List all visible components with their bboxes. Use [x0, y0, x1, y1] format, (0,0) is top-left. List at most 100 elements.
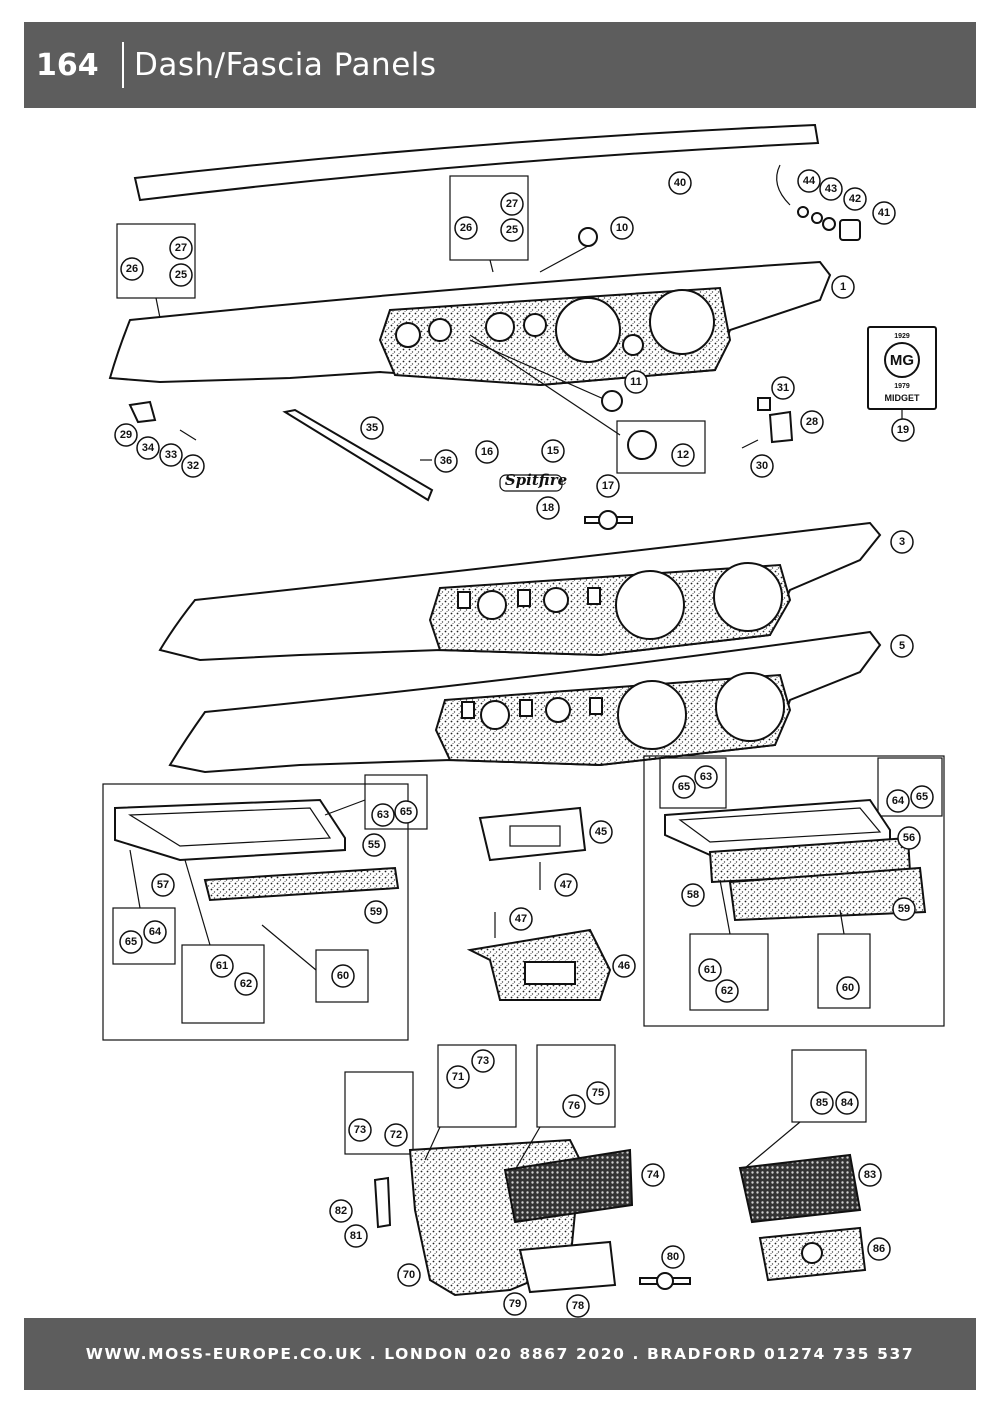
callout-circle: [810, 1091, 834, 1115]
callout-64: 64: [886, 789, 910, 813]
page-title: Dash/Fascia Panels: [134, 47, 437, 83]
callout-circle: [890, 530, 914, 554]
callout-circle: [586, 1081, 610, 1105]
callout-circle: [892, 897, 916, 921]
dash-panel-3-face: [428, 563, 792, 657]
callout-circle: [694, 765, 718, 789]
callout-circle: [715, 979, 739, 1003]
callout-25: 25: [500, 218, 524, 242]
callout-number: 76: [568, 1100, 580, 1112]
callout-number: 26: [126, 263, 138, 275]
screw-30: [741, 439, 759, 449]
callout-number: 56: [903, 832, 915, 844]
callout-47: 47: [554, 873, 578, 897]
callout-62: 62: [234, 972, 258, 996]
callout-32: 32: [181, 454, 205, 478]
callout-circle: [536, 496, 560, 520]
callout-number: 70: [403, 1269, 415, 1281]
callout-number: 80: [667, 1251, 679, 1263]
callout-74: 74: [641, 1163, 665, 1187]
header-divider: [122, 42, 124, 88]
callout-25: 25: [169, 263, 193, 287]
midget-emblem: 1929 MG 1979 MIDGET: [867, 326, 937, 420]
callout-65: 65: [119, 930, 143, 954]
callout-number: 44: [803, 175, 816, 187]
right-assembly-frame: [643, 755, 945, 1027]
callout-circle: [554, 873, 578, 897]
callout-circle: [364, 900, 388, 924]
callout-circle: [858, 1163, 882, 1187]
callout-number: 41: [878, 207, 890, 219]
callout-number: 75: [592, 1087, 604, 1099]
callout-number: 27: [175, 242, 187, 254]
callout-circle: [891, 418, 915, 442]
callout-60: 60: [836, 976, 860, 1000]
callout-circle: [641, 1163, 665, 1187]
callout-45: 45: [589, 820, 613, 844]
callout-73: 73: [471, 1049, 495, 1073]
callout-circle: [471, 1049, 495, 1073]
callout-circle: [831, 275, 855, 299]
callout-circle: [169, 263, 193, 287]
callout-86: 86: [867, 1237, 891, 1261]
stay-35: [282, 408, 434, 502]
callout-1: 1: [831, 275, 855, 299]
callout-number: 65: [916, 791, 928, 803]
callout-circle: [661, 1245, 685, 1269]
callout-73: 73: [348, 1118, 372, 1142]
callout-30: 30: [750, 454, 774, 478]
callout-circle: [698, 958, 722, 982]
spitfire-badge: Spitfire: [505, 471, 567, 489]
callout-circle: [362, 833, 386, 857]
lens-12: [627, 430, 657, 460]
fixing-box-center: [449, 175, 529, 261]
callout-circle: [886, 789, 910, 813]
callout-10: 10: [610, 216, 634, 240]
callout-number: 40: [674, 177, 686, 189]
callout-43: 43: [819, 177, 843, 201]
callout-number: 57: [157, 879, 169, 891]
callout-number: 60: [337, 970, 349, 982]
callout-18: 18: [536, 496, 560, 520]
callout-number: 82: [335, 1205, 347, 1217]
callout-78: 78: [566, 1294, 590, 1318]
nut-44: [797, 206, 809, 218]
callout-28: 28: [800, 410, 824, 434]
callout-47: 47: [509, 907, 533, 931]
callout-circle: [910, 785, 934, 809]
callout-number: 18: [542, 502, 554, 514]
callout-17: 17: [596, 474, 620, 498]
callout-65: 65: [394, 800, 418, 824]
callout-40: 40: [668, 171, 692, 195]
callout-circle: [589, 820, 613, 844]
callout-34: 34: [136, 436, 160, 460]
callout-number: 17: [602, 480, 614, 492]
callout-circle: [114, 423, 138, 447]
callout-circle: [181, 454, 205, 478]
callout-59: 59: [364, 900, 388, 924]
callout-63: 63: [371, 803, 395, 827]
callout-number: 25: [506, 224, 518, 236]
lens-box-12: [616, 420, 706, 474]
callout-number: 1: [840, 281, 846, 293]
callout-circle: [668, 171, 692, 195]
mesh-grille-83: [738, 1153, 862, 1224]
callout-59: 59: [892, 897, 916, 921]
callout-number: 61: [216, 960, 228, 972]
callout-circle: [136, 436, 160, 460]
callout-number: 86: [873, 1243, 885, 1255]
callout-circle: [562, 1094, 586, 1118]
callout-26: 26: [120, 257, 144, 281]
crash-roll: [133, 123, 820, 202]
callout-44: 44: [797, 169, 821, 193]
emblem-name: MIDGET: [885, 393, 921, 403]
mesh-grille-74: [503, 1148, 634, 1224]
callout-number: 71: [452, 1071, 464, 1083]
trim-59-right: [728, 866, 927, 922]
callout-65: 65: [910, 785, 934, 809]
glovebox-lid-78: [518, 1240, 617, 1294]
callout-75: 75: [586, 1081, 610, 1105]
emblem-year-top: 1929: [894, 333, 910, 340]
callout-circle: [397, 1263, 421, 1287]
